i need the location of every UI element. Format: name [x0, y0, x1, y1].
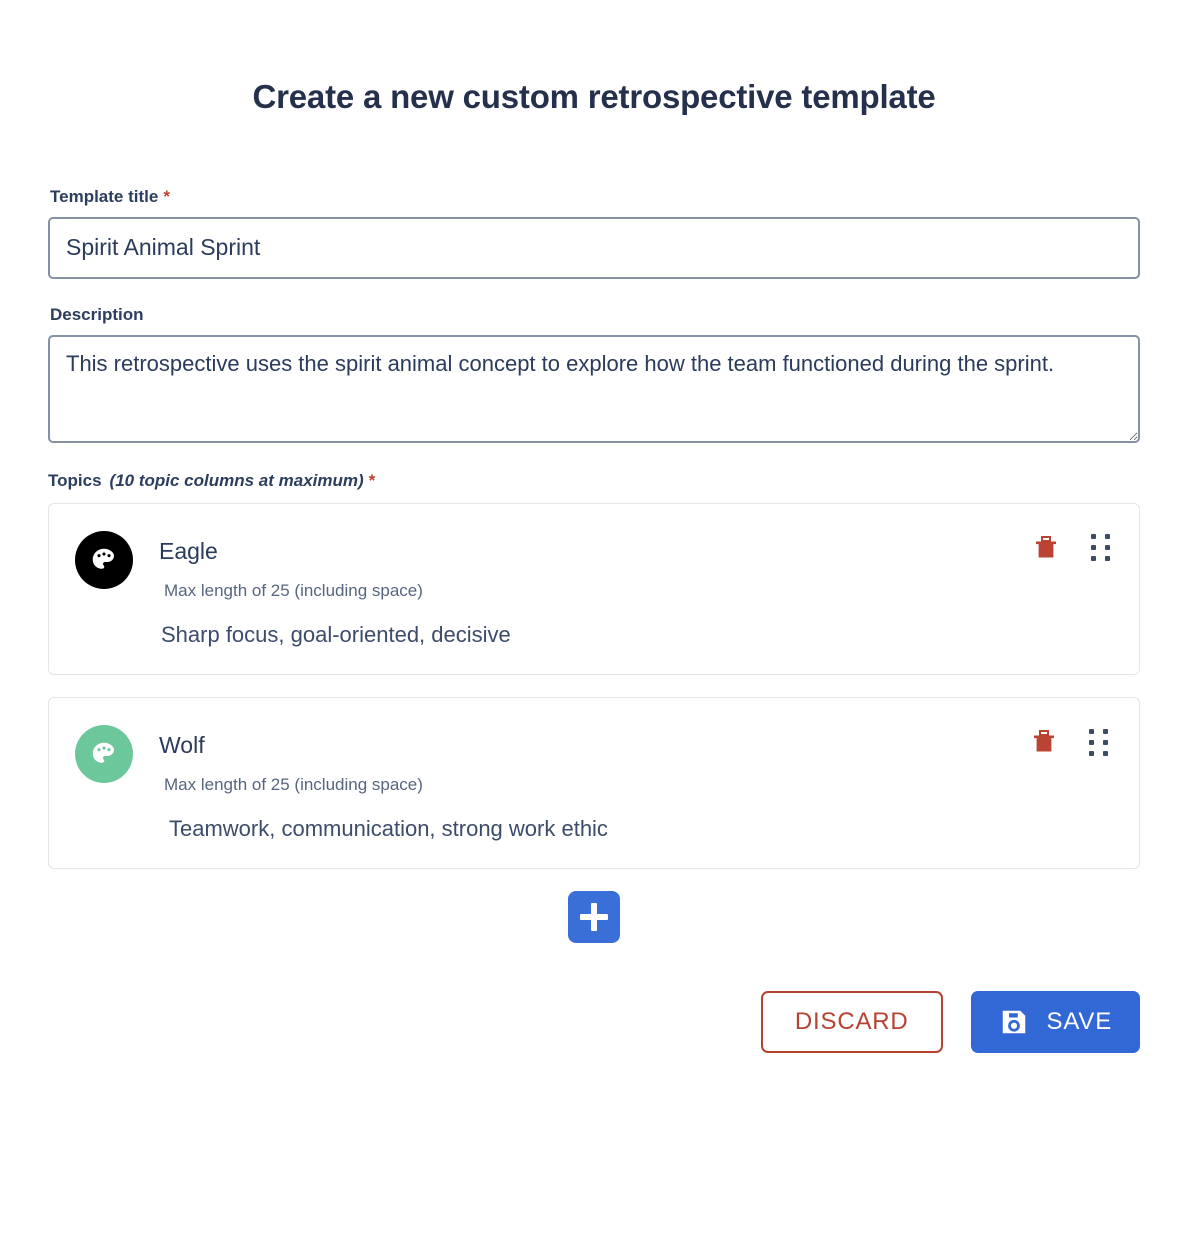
description-textarea[interactable]: [48, 334, 1140, 443]
save-button[interactable]: SAVE: [970, 991, 1140, 1054]
save-button-label: SAVE: [1046, 1008, 1112, 1036]
trash-icon: [1034, 730, 1054, 752]
topic-card-header: Wolf Max length of 25 (including space) …: [75, 724, 1115, 842]
add-topic-button[interactable]: [568, 891, 620, 944]
topic-avatar[interactable]: [75, 530, 133, 589]
delete-topic-button[interactable]: [1029, 726, 1059, 758]
template-title-label-text: Template title: [50, 186, 159, 206]
topics-required-asterisk: *: [368, 470, 376, 490]
description-label-text: Description: [50, 304, 144, 324]
drag-handle-button[interactable]: [1087, 533, 1113, 563]
delete-topic-button[interactable]: [1031, 532, 1061, 564]
topic-card-body: Eagle Max length of 25 (including space)…: [133, 530, 1115, 648]
add-topic-row: [48, 891, 1140, 944]
topic-card-actions: [1031, 532, 1113, 564]
topic-description[interactable]: Teamwork, communication, strong work eth…: [169, 816, 608, 842]
topics-hint-text: (10 topic columns at maximum): [109, 470, 364, 490]
topic-name[interactable]: Eagle: [159, 537, 218, 564]
topic-card-actions: [1029, 726, 1111, 758]
topic-max-length-hint: Max length of 25 (including space): [164, 775, 423, 795]
drag-handle-button[interactable]: [1085, 727, 1111, 757]
palette-icon: [92, 548, 114, 569]
required-asterisk: *: [163, 186, 170, 206]
topic-avatar[interactable]: [75, 725, 133, 783]
template-title-label: Template title*: [50, 187, 1140, 207]
trash-icon: [1036, 535, 1056, 558]
topic-card-body: Wolf Max length of 25 (including space) …: [133, 724, 1115, 842]
topics-label-text: Topics: [48, 470, 102, 490]
create-template-page: Create a new custom retrospective templa…: [0, 22, 1188, 1242]
floppy-disk-save-icon: [999, 1007, 1029, 1037]
palette-icon: [92, 742, 114, 763]
drag-handle-icon: [1090, 534, 1110, 562]
page-title: Create a new custom retrospective templa…: [252, 78, 936, 116]
drag-handle-icon: [1088, 728, 1108, 756]
topic-card-header: Eagle Max length of 25 (including space)…: [75, 530, 1115, 648]
discard-button[interactable]: DISCARD: [760, 991, 943, 1054]
description-label: Description: [50, 305, 1140, 325]
template-form: Template title* Description Topics(10 to…: [0, 187, 1188, 944]
topic-card: Wolf Max length of 25 (including space) …: [48, 697, 1140, 870]
topics-label: Topics (10 topic columns at maximum)*: [48, 471, 1140, 491]
form-footer: DISCARD SAVE: [0, 991, 1188, 1054]
topic-name[interactable]: Wolf: [159, 732, 205, 758]
template-title-input[interactable]: [48, 216, 1140, 279]
plus-icon: [579, 902, 609, 932]
topic-card: Eagle Max length of 25 (including space)…: [48, 502, 1140, 675]
topic-max-length-hint: Max length of 25 (including space): [164, 581, 423, 600]
topic-description[interactable]: Sharp focus, goal-oriented, decisive: [161, 622, 511, 647]
